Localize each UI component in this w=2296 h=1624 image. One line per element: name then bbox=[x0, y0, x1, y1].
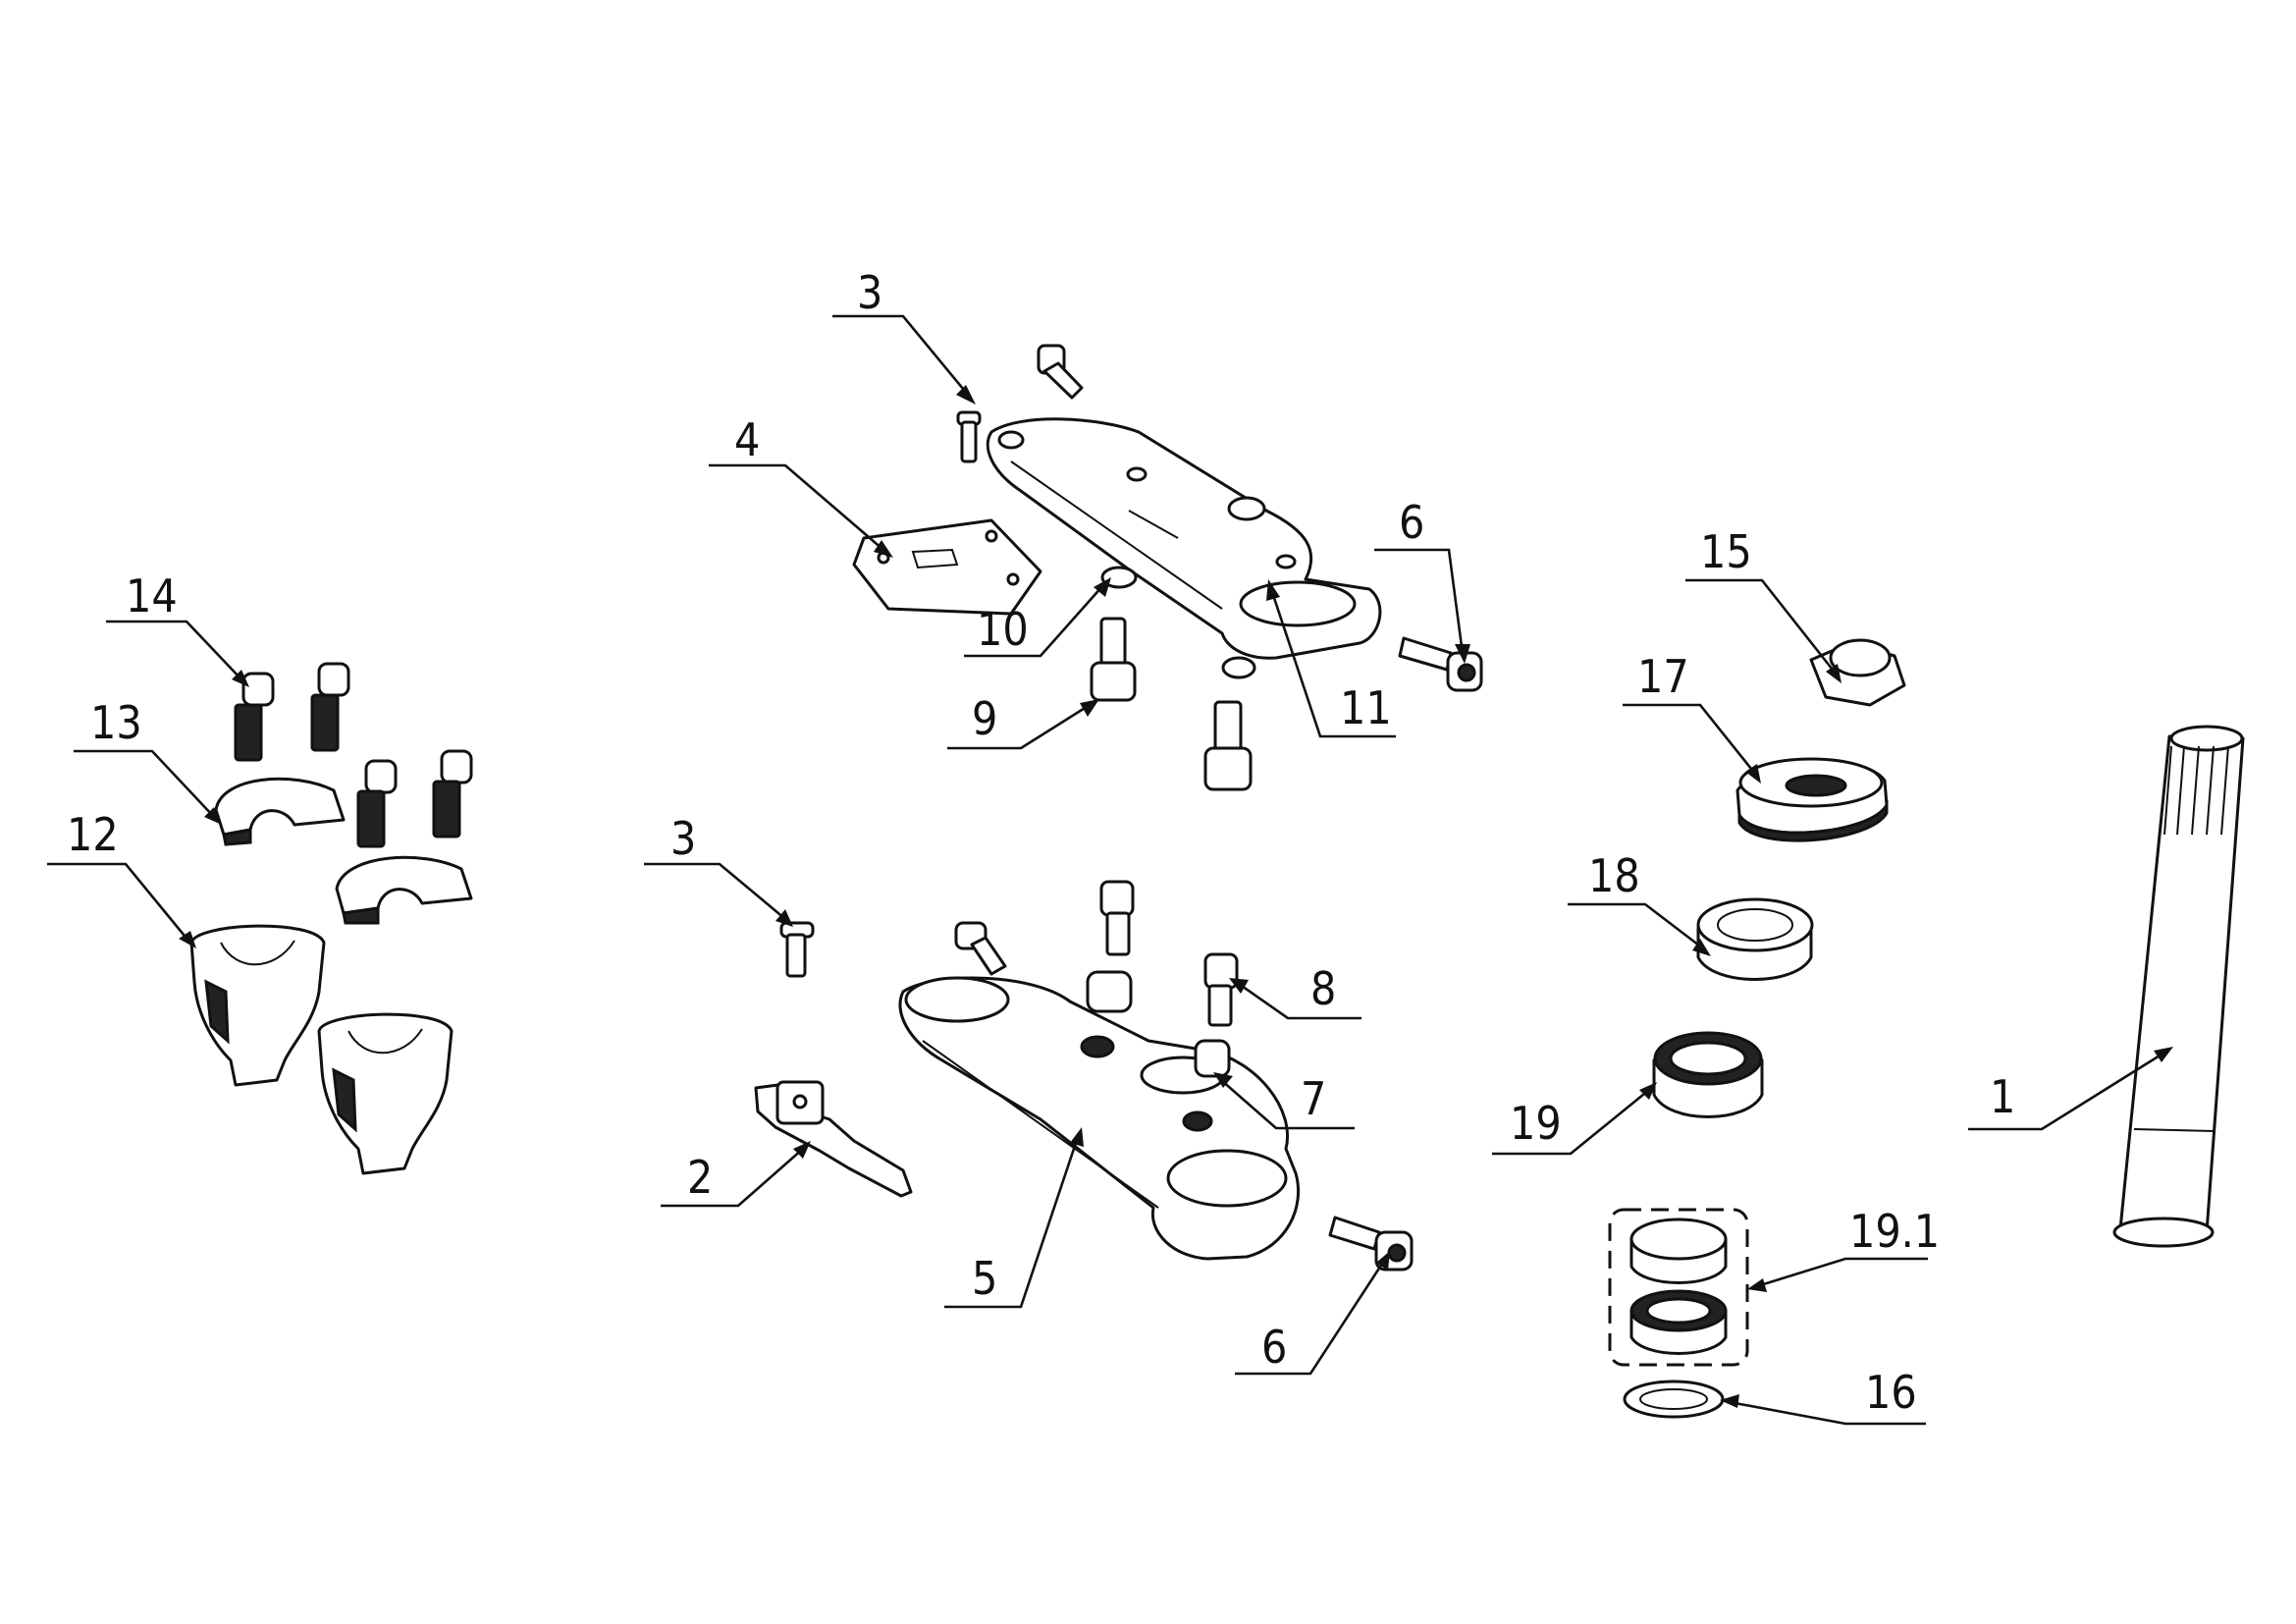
handlebar-risers bbox=[189, 924, 454, 1175]
bolt-part-9 bbox=[1090, 617, 1137, 702]
callout-number: 13 bbox=[90, 696, 142, 749]
washer-part-10 bbox=[1100, 566, 1138, 589]
callout-number: 3 bbox=[670, 812, 696, 865]
callout-number: 18 bbox=[1588, 849, 1640, 902]
callout-2: 2 bbox=[661, 1141, 811, 1208]
callout-3-top: 3 bbox=[832, 266, 976, 405]
callout-number: 17 bbox=[1637, 650, 1689, 703]
bolt-under-clamp bbox=[1203, 700, 1253, 791]
lower-clamp-top-bolts bbox=[954, 880, 1239, 1078]
bolt-part-6-top bbox=[1398, 636, 1483, 692]
callout-number: 9 bbox=[972, 692, 997, 745]
handlebar-clamp-caps bbox=[214, 777, 473, 925]
callouts: 3 4 6 10 9 11 bbox=[47, 266, 2173, 1426]
callout-5: 5 bbox=[944, 1127, 1084, 1309]
callout-number: 10 bbox=[977, 603, 1029, 656]
callout-number: 12 bbox=[67, 808, 119, 861]
washer-part-16 bbox=[1623, 1380, 1725, 1419]
bearing-kit-part-19-1 bbox=[1608, 1208, 1749, 1367]
callout-15: 15 bbox=[1685, 525, 1842, 683]
callout-4: 4 bbox=[709, 413, 893, 558]
bearing-part-18 bbox=[1696, 897, 1814, 981]
callout-number: 5 bbox=[972, 1252, 997, 1305]
callout-1: 1 bbox=[1968, 1047, 2173, 1131]
callout-number: 6 bbox=[1399, 496, 1424, 549]
callout-number: 4 bbox=[734, 413, 760, 466]
small-bolt-bottom bbox=[779, 921, 815, 978]
callout-3-bottom: 3 bbox=[644, 812, 793, 927]
steering-stem-part-1 bbox=[2112, 725, 2245, 1248]
bearing-part-19 bbox=[1652, 1031, 1764, 1118]
callout-number: 6 bbox=[1261, 1321, 1287, 1374]
washer-under-clamp bbox=[1221, 656, 1256, 679]
callout-number: 7 bbox=[1301, 1072, 1326, 1125]
callout-11: 11 bbox=[1266, 579, 1396, 738]
small-bolt-top bbox=[956, 410, 982, 463]
callout-number: 19.1 bbox=[1849, 1205, 1940, 1258]
bracket-part-2 bbox=[754, 1080, 913, 1198]
callout-number: 11 bbox=[1340, 681, 1392, 734]
lower-triple-clamp bbox=[898, 976, 1301, 1261]
callout-6-bottom: 6 bbox=[1235, 1251, 1390, 1376]
callout-number: 3 bbox=[857, 266, 882, 319]
callout-number: 8 bbox=[1310, 962, 1336, 1015]
callout-14: 14 bbox=[106, 569, 249, 687]
callout-9: 9 bbox=[947, 692, 1099, 750]
callout-number: 16 bbox=[1865, 1366, 1917, 1419]
callout-8: 8 bbox=[1229, 962, 1362, 1020]
upper-triple-clamp bbox=[986, 417, 1382, 660]
callout-number: 14 bbox=[126, 569, 178, 623]
plate-part-4 bbox=[852, 518, 1042, 616]
nut-part-15 bbox=[1809, 638, 1906, 707]
callout-16: 16 bbox=[1720, 1366, 1926, 1426]
callout-18: 18 bbox=[1568, 849, 1711, 956]
top-clamp-bolt bbox=[1037, 344, 1084, 400]
callout-number: 1 bbox=[1990, 1070, 2015, 1123]
bolt-part-6-bottom bbox=[1328, 1216, 1414, 1272]
callout-17: 17 bbox=[1623, 650, 1761, 784]
callout-number: 19 bbox=[1510, 1097, 1562, 1150]
callout-7: 7 bbox=[1213, 1072, 1355, 1130]
callout-12: 12 bbox=[47, 808, 196, 948]
callout-19: 19 bbox=[1492, 1082, 1657, 1156]
callout-10: 10 bbox=[964, 577, 1111, 658]
handlebar-bolts bbox=[234, 662, 473, 848]
callout-6-top: 6 bbox=[1374, 496, 1470, 664]
callout-19-1: 19.1 bbox=[1747, 1205, 1940, 1292]
callout-number: 15 bbox=[1700, 525, 1752, 578]
callout-13: 13 bbox=[74, 696, 222, 825]
callout-number: 2 bbox=[687, 1151, 713, 1204]
part-17 bbox=[1735, 757, 1889, 842]
